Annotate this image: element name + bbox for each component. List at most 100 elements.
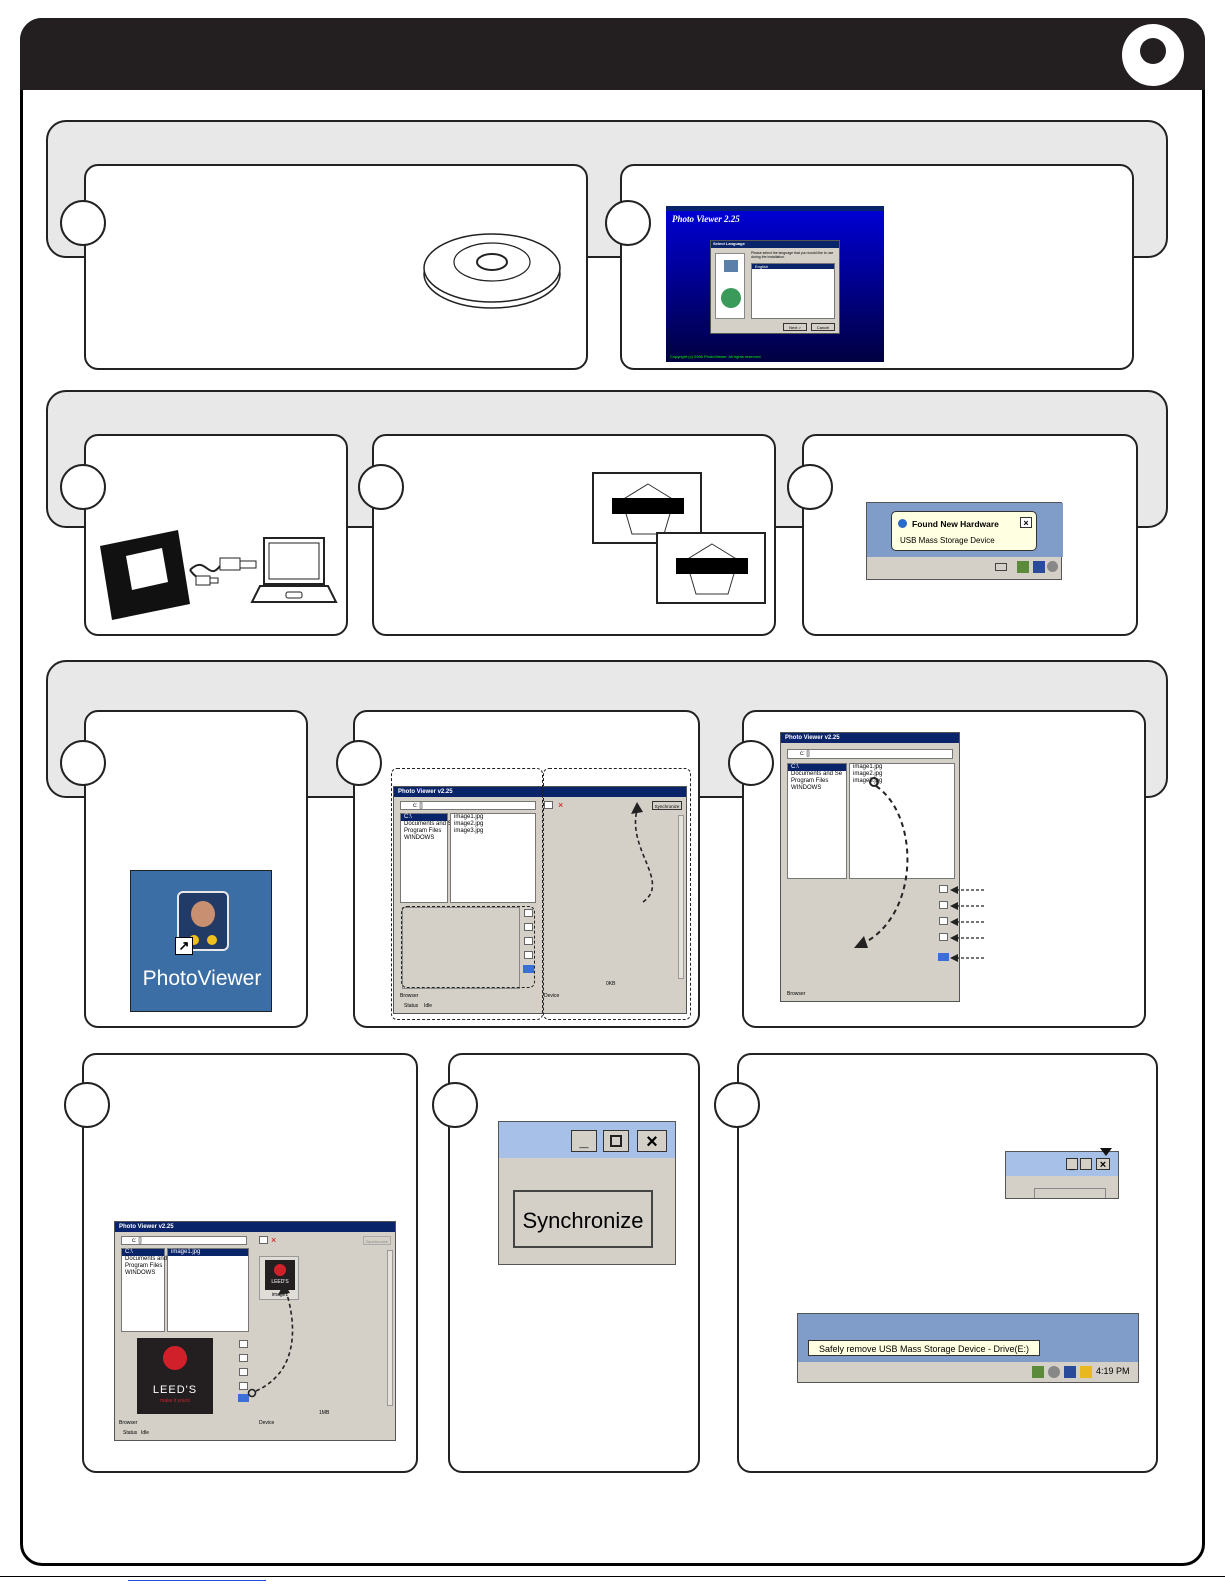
next-button[interactable]: Next > [783,323,807,331]
browser-tab[interactable]: Browser [119,1420,138,1426]
device-scrollbar[interactable] [678,815,684,979]
delete-icon[interactable]: × [271,1235,277,1245]
toolbar-button[interactable] [239,1368,248,1376]
app-window-transfer: Photo Viewer v2.25 c: [] C:\ Documents a… [114,1221,396,1441]
close-icon[interactable]: × [1096,1158,1110,1171]
synchronize-screenshot: _ × Synchronize [498,1121,676,1265]
toolbar-button[interactable] [524,937,533,945]
file-item[interactable]: image3.jpg [454,828,484,834]
step-panel-insert-cd [84,164,588,370]
device-tab[interactable]: Device [544,993,560,999]
frame-label-bar [612,498,684,514]
file-item[interactable]: image1.jpg [853,764,883,770]
file-list[interactable]: image1.jpg image2.jpg image3.jpg [849,763,955,879]
drive-selector[interactable]: c: [] [400,801,536,810]
tree-item[interactable]: Documents and Se [791,771,843,777]
file-item[interactable]: image1.jpg [168,1249,248,1256]
setup-computer-icon [715,253,745,319]
browser-tab[interactable]: Browser [400,993,419,999]
cancel-button[interactable]: Cancel [811,323,835,331]
close-icon[interactable]: × [637,1130,667,1153]
synchronize-button[interactable]: Synchronize [652,801,682,810]
device-scrollbar[interactable] [387,1250,393,1406]
device-tab[interactable]: Device [259,1420,275,1426]
preview-highlight [401,906,535,988]
file-list[interactable]: image1.jpg image2.jpg image3.jpg [450,813,536,903]
found-hardware-screenshot: Found New Hardware USB Mass Storage Devi… [866,502,1063,580]
tray-clock: 4:19 PM [1096,1366,1130,1376]
folder-tree[interactable]: C:\ Documents and Se Program Files WINDO… [787,763,847,879]
toolbar-button[interactable] [524,909,533,917]
file-list[interactable]: image1.jpg [167,1248,249,1332]
shortcut-arrow-icon: ↗ [175,937,193,955]
balloon-tooltip: Found New Hardware USB Mass Storage Devi… [891,511,1037,551]
toolbar-button[interactable] [239,1354,248,1362]
step-panel-synchronize: _ × Synchronize [448,1053,700,1473]
toolbar-button[interactable] [524,951,533,959]
minimize-icon[interactable]: _ [1066,1158,1078,1170]
tree-item[interactable]: C:\ [788,764,846,771]
brand-logo-icon [1122,24,1184,86]
tree-item[interactable]: WINDOWS [404,835,435,841]
drive-selector[interactable]: c: [] [787,749,953,759]
tree-item[interactable]: C:\ [401,814,447,821]
close-icon[interactable]: × [1020,517,1032,528]
synchronize-button[interactable]: Synchronize [513,1190,653,1248]
synchronize-button[interactable]: Synchronize [363,1236,391,1245]
folder-tree[interactable]: C:\ Documents and Se Program Files WINDO… [400,813,456,903]
network-tray-icon[interactable] [1033,561,1045,573]
language-option[interactable]: English [752,264,834,269]
network-tray-icon[interactable] [1064,1366,1076,1378]
save-icon[interactable] [544,801,553,809]
drive-selector[interactable]: c: [] [121,1236,247,1245]
toolbar-button[interactable] [524,923,533,931]
toolbar-button[interactable] [939,885,948,893]
step-panel-frame-usb-mode [372,434,776,636]
file-item[interactable]: image2.jpg [853,771,883,777]
tree-item[interactable]: Program Files [791,778,829,784]
folder-tray-icon[interactable] [1080,1366,1092,1378]
language-list[interactable]: English [751,263,835,319]
step-panel-app-overview: Photo Viewer v2.25 c: [] C:\ Documents a… [353,710,700,1028]
usb-tray-icon[interactable] [1017,561,1029,573]
delete-icon[interactable]: × [558,800,564,810]
desktop-shortcut[interactable]: ↗ PhotoViewer [130,870,272,1012]
toolbar-button[interactable] [939,901,948,909]
folder-tree[interactable]: C:\ Documents and Se Program Files WINDO… [121,1248,177,1332]
leeds-logo-icon [163,1346,187,1370]
minimize-icon[interactable]: _ [571,1130,597,1152]
browser-tab[interactable]: Browser [787,991,806,997]
step-number-badge [60,464,106,510]
usb-tray-icon[interactable] [1032,1366,1044,1378]
maximize-icon[interactable] [603,1130,629,1152]
maximize-icon[interactable] [1080,1158,1092,1170]
step-panel-found-hardware: Found New Hardware USB Mass Storage Devi… [802,434,1138,636]
safe-remove-tooltip[interactable]: Safely remove USB Mass Storage Device - … [808,1340,1040,1356]
speaker-tray-icon[interactable] [1047,561,1058,572]
tree-item[interactable]: C:\ [122,1249,164,1256]
send-arrow-icon[interactable] [938,953,949,961]
toolbar-button[interactable] [239,1340,248,1348]
send-arrow-icon[interactable] [238,1394,249,1402]
file-item[interactable]: image2.jpg [454,821,484,827]
tree-item[interactable]: WINDOWS [791,785,822,791]
device-thumbnail[interactable]: LEED'S image1 [259,1256,299,1300]
app-window-overview: Photo Viewer v2.25 c: [] C:\ Documents a… [393,786,687,1014]
speaker-tray-icon[interactable] [1048,1366,1060,1378]
send-arrow-icon[interactable] [523,965,534,973]
file-item[interactable]: image3.jpg [853,778,883,784]
toolbar-button[interactable] [239,1382,248,1390]
toolbar-button[interactable] [939,917,948,925]
sync-arrow-path [631,802,654,903]
save-icon[interactable] [259,1236,268,1244]
bottom-rule [0,1576,1225,1577]
tree-item[interactable]: Documents and Se [125,1256,177,1262]
file-item[interactable]: image1.jpg [454,814,484,820]
device-highlight [543,768,691,1020]
tree-item[interactable]: Program Files [404,828,442,834]
toolbar-button[interactable] [939,933,948,941]
tree-item[interactable]: WINDOWS [125,1270,156,1276]
tree-item[interactable]: Program Files [125,1263,163,1269]
tree-item[interactable]: Documents and Se [404,821,456,827]
leeds-brand: LEED'S [152,1384,198,1396]
